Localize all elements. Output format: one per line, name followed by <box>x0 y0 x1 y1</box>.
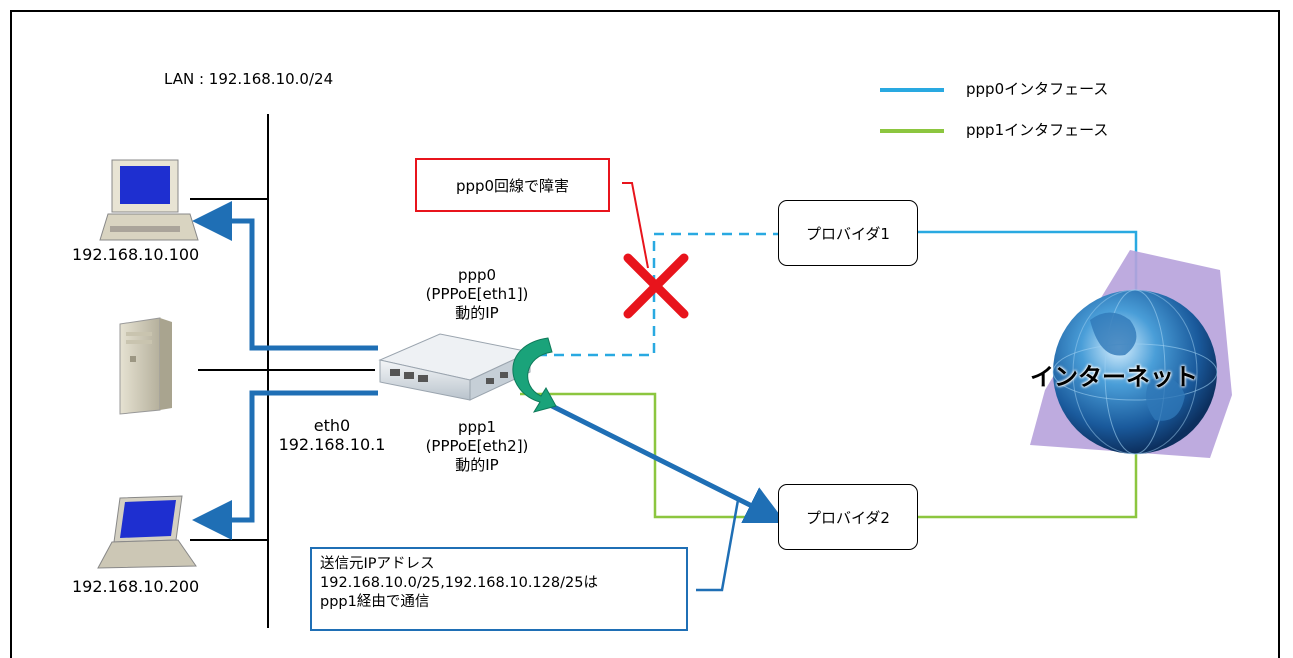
provider1-label: プロバイダ1 <box>806 223 890 244</box>
provider2-box: プロバイダ2 <box>778 484 918 550</box>
note-line-3: ppp1経由で通信 <box>320 593 678 612</box>
pc2-ip-label: 192.168.10.200 <box>72 577 199 596</box>
note-pointer-line <box>696 500 738 590</box>
ppp1-pppoe: (PPPoE[eth2]) <box>422 437 532 456</box>
server-tower-icon <box>120 318 172 414</box>
eth0-ip: 192.168.10.1 <box>270 435 394 454</box>
router-icon <box>380 334 530 400</box>
ppp1-label: ppp1 (PPPoE[eth2]) 動的IP <box>422 418 532 475</box>
legend-ppp1-label: ppp1インタフェース <box>966 121 1108 140</box>
provider2-label: プロバイダ2 <box>806 507 890 528</box>
ppp1-name: ppp1 <box>422 418 532 437</box>
ppp0-ip-type: 動的IP <box>422 304 532 323</box>
ppp1-line-upstream <box>918 450 1136 517</box>
eth0-name: eth0 <box>270 416 394 435</box>
internet-label: インターネット <box>1030 357 1198 392</box>
route-arrow-to-pc1 <box>212 221 378 348</box>
failure-x-icon <box>628 258 684 314</box>
lan-label: LAN : 192.168.10.0/24 <box>164 70 333 89</box>
route-arrow-to-pc2 <box>212 393 378 520</box>
note-line-1: 送信元IPアドレス <box>320 555 678 574</box>
internet-globe-icon <box>1030 250 1232 458</box>
laptop-pc-icon <box>98 496 196 568</box>
legend-ppp0-label: ppp0インタフェース <box>966 80 1108 99</box>
pc1-ip-label: 192.168.10.100 <box>72 245 199 264</box>
eth0-label: eth0 192.168.10.1 <box>270 416 394 454</box>
desktop-pc-icon <box>100 160 198 240</box>
failure-alert-text: ppp0回線で障害 <box>456 175 569 196</box>
failure-alert-box: ppp0回線で障害 <box>415 158 610 212</box>
ppp0-pppoe: (PPPoE[eth1]) <box>422 285 532 304</box>
ppp1-ip-type: 動的IP <box>422 456 532 475</box>
ppp0-line-upstream <box>918 232 1136 300</box>
note-line-2: 192.168.10.0/25,192.168.10.128/25は <box>320 574 678 593</box>
failover-switch-arrow <box>513 338 556 412</box>
ppp0-label: ppp0 (PPPoE[eth1]) 動的IP <box>422 266 532 323</box>
provider1-box: プロバイダ1 <box>778 200 918 266</box>
routing-note-box: 送信元IPアドレス 192.168.10.0/25,192.168.10.128… <box>310 547 688 631</box>
ppp0-name: ppp0 <box>422 266 532 285</box>
